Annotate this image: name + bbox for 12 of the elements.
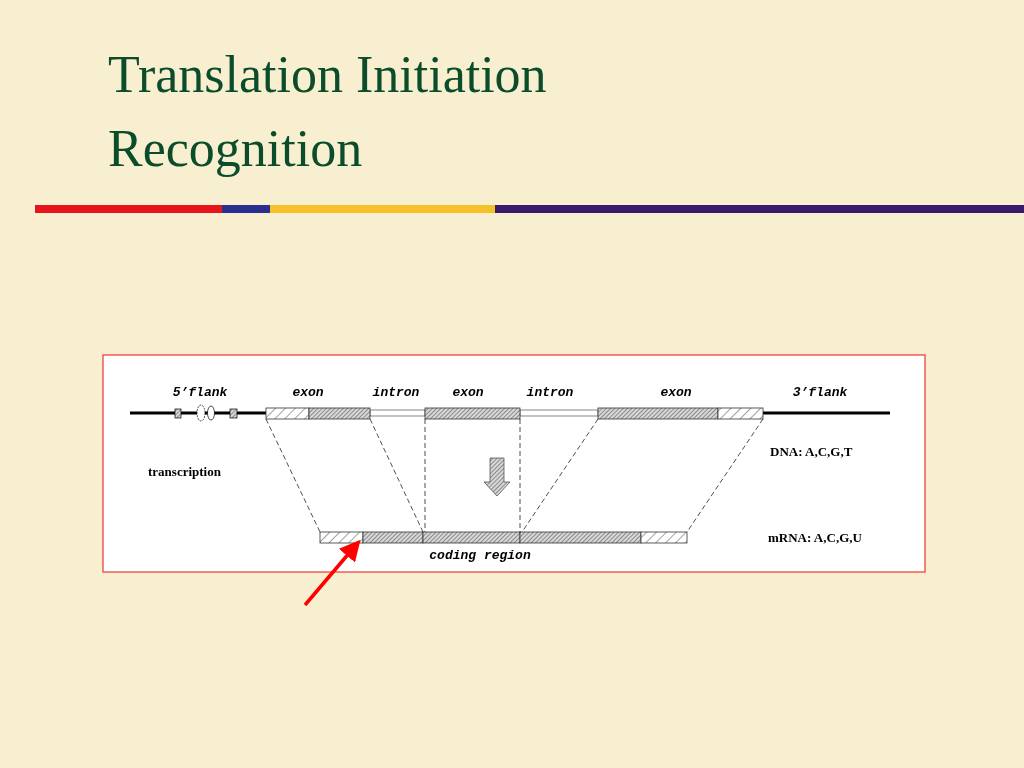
- region-label: intron: [526, 385, 574, 400]
- region-label: exon: [452, 385, 484, 400]
- region-label: intron: [372, 385, 420, 400]
- region-label: coding region: [429, 548, 531, 563]
- slide-title: Translation Initiation Recognition: [108, 45, 548, 179]
- region-label: 3’flank: [792, 385, 848, 400]
- strand-label: mRNA: A,C,G,U: [768, 530, 862, 546]
- strand-label: DNA: A,C,G,T: [770, 444, 853, 460]
- region-label: exon: [292, 385, 324, 400]
- strand-label: transcription: [148, 464, 221, 480]
- region-label: 5’flank: [172, 385, 228, 400]
- region-label: exon: [660, 385, 692, 400]
